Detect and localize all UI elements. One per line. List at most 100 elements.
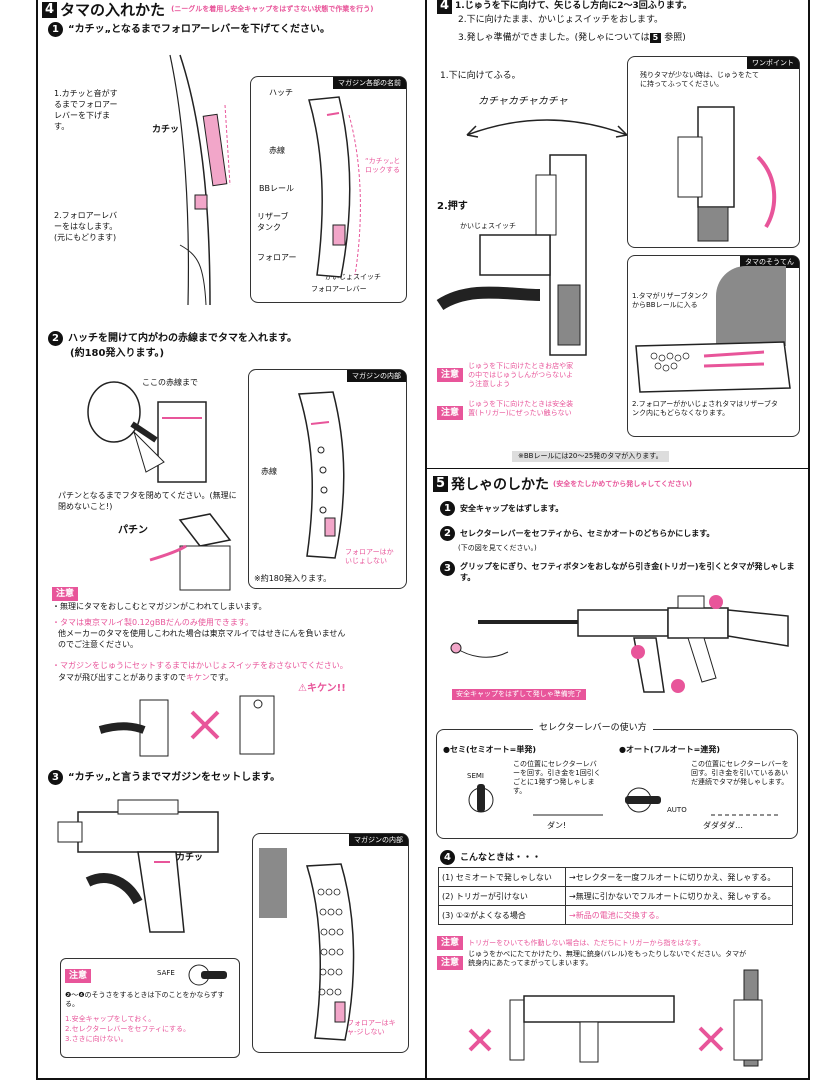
magazine-inner-panel: マガジンの内部 赤線 フォロアーはかいじょしない: [248, 369, 407, 589]
section-number: 4: [42, 1, 58, 18]
part-reserve-tank: リザーブタンク: [257, 212, 289, 232]
caution-step3-a: 1.安全キャップをしておく。: [65, 1015, 156, 1023]
panel-tag: タマのそうてん: [740, 256, 799, 268]
gun-down-illustration: [436, 154, 587, 356]
semi-mode-label: ●セミ(セミオート=単発): [443, 745, 536, 754]
bb-bottle-illustration: [87, 381, 207, 483]
caution-3: 他メーカーのタマを使用しこわれた場合は東京マルイではせきにんを負いません: [58, 629, 346, 638]
magazine-inner-panel-2: マガジンの内部 フォロアーはキャ-ジしない: [252, 833, 409, 1053]
bb-rail-note: ※BBレールには20～25発のタマが入ります。: [512, 451, 669, 462]
reload-caution-2-text: じゅうを下に向けたときは安全装置(トリガー)にぜったい触らない: [468, 400, 574, 417]
bb-loading-panel: タマのそうてん 1.タマがリザーブタンクからBBレールに入る 2.フォロアーがか…: [627, 255, 800, 437]
reload-caution-2: 注意 じゅうを下に向けたときは安全装置(トリガー)にぜったい触らない: [437, 400, 578, 420]
row-condition: トリガーが引けない: [455, 891, 528, 901]
part-follower: フォロアー: [257, 253, 297, 262]
gun-insert-illustration: [57, 799, 219, 933]
magazine-lever-illustration: [169, 54, 231, 306]
sub-instruction-2: 2.フォロアーレバーをはなします。(元にもどります): [54, 211, 118, 242]
part-release-switch: かいじょスイッチ: [325, 273, 381, 281]
caution-1: ・無理にタマをおしこむとマガジンがこわれてしまいます。: [52, 602, 267, 611]
caution-label: 注意: [437, 368, 464, 382]
reload-caution-1: 注意 じゅうを下に向けたときお店や家の中ではじゅうしんがつらないよう注意しよう: [437, 362, 578, 389]
left-border: [36, 0, 38, 1080]
right-border: [808, 0, 810, 1080]
step-1: 1 “カチッ„となるまでフォロアーレバーを下げてください。: [48, 22, 330, 37]
row-number: 3: [445, 910, 451, 920]
table-row: (1) セミオートで発しゃしない →セレクターを一度フルオートに切りかえ、発しゃ…: [438, 867, 793, 887]
selector-safe-icon: [188, 964, 227, 986]
reload-step-1: 1.じゅうを下に向けて、矢じるし方向に2～3回ふります。: [455, 1, 692, 11]
one-point-panel: ワンポイント 残りタマが少ない時は、じゅうをたてに持ってふってください。: [627, 56, 800, 248]
table-cell: (1) セミオートで発しゃしない: [438, 867, 566, 887]
step-2: 2 ハッチを開けて内がわの赤線までタマを入れます。: [48, 331, 297, 346]
section-note: (ニーグルを着用し安全キャップをはずさない状態で作業を行う): [171, 5, 374, 13]
semi-sound: ダン!: [547, 821, 567, 830]
inner-note: フォロアーはかいじょしない: [345, 548, 394, 565]
part-lock-note: “カチッ„とロックする: [365, 157, 401, 174]
caution-box-step3: 注意 SAFE ❷～❹のそうさをするときは下のことをかならずする。 1.安全キャ…: [60, 958, 240, 1058]
caution-2: ・タマは東京マルイ製0.12gBBだんのみ使用できます。: [52, 618, 254, 627]
shake-down-label: 1.下に向けてふる。: [440, 71, 521, 81]
part-hatch: ハッチ: [269, 88, 293, 97]
selector-title: セレクターレバーの使い方: [533, 722, 653, 734]
part-follower-lever: フォロアーレバー: [311, 285, 367, 293]
fire-step-3: 3 グリップをにぎり、セフティボタンをおしながら引き金(トリガー)を引くとタマが…: [440, 561, 805, 583]
reload-steps: 4 1.じゅうを下に向けて、矢じるし方向に2～3回ふります。: [437, 0, 692, 14]
danger-label: ⚠キケン!!: [298, 683, 346, 694]
step-3: 3 “カチッ„と言うまでマガジンをセットします。: [48, 770, 280, 785]
inner2-note: フォロアーはキャ-ジしない: [347, 1019, 396, 1036]
section-note: (安全をたしかめてから発しゃしてください): [553, 479, 693, 488]
step-text: グリップをにぎり、セフティボタンをおしながら引き金(トリガー)を引くとタマが発し…: [460, 562, 795, 582]
caution-label: 注意: [65, 969, 92, 983]
trouble-table: (1) セミオートで発しゃしない →セレクターを一度フルオートに切りかえ、発しゃ…: [438, 867, 793, 925]
auto-marker: AUTO: [667, 806, 687, 814]
step-number: 2: [48, 331, 63, 346]
table-row: (2) トリガーが引けない →無理に引かないでフルオートに切りかえ、発しゃする。: [438, 886, 793, 906]
section-divider: [427, 468, 808, 469]
caution-3b: のでご注意ください。: [58, 640, 138, 649]
magazine-full-drawing: [306, 863, 355, 1041]
semi-desc: この位置にセレクターレバーを回す。引き金を1回引くごとに1発ずつ発しゃします。: [513, 760, 601, 795]
step-number: 3: [48, 770, 63, 785]
part-bb-rail: BBレール: [259, 184, 294, 193]
gun-grip-shadow: [259, 848, 287, 918]
step-text: “カチッ„と言うまでマガジンをセットします。: [68, 772, 281, 783]
auto-mode-label: ●オート(フルオート=連発): [619, 745, 720, 754]
rifle-illustration: [450, 595, 789, 693]
magazine-outline: [308, 96, 361, 278]
step-text: “カチッ„となるまでフォロアーレバーを下げてください。: [68, 24, 330, 35]
row-condition: セミオートで発しゃしない: [455, 872, 552, 882]
caution-5-end: です。: [209, 673, 233, 682]
ref-number: 5: [649, 33, 662, 43]
caution-4: ・マガジンをじゅうにセットするまではかいじょスイッチをおさないでください。: [52, 661, 348, 670]
semi-trigger-icon: [533, 814, 603, 816]
caution-label: 注意: [437, 956, 464, 970]
row-number: 2: [445, 891, 451, 901]
section-number: 4: [437, 0, 453, 14]
caution-5: タマが飛び出すことがありますのでキケンです。: [58, 672, 233, 683]
reload-step-2: 2.下に向けたまま、かいじょスイッチをおします。: [458, 15, 664, 25]
trouble-header: 4 こんなときは・・・: [440, 850, 541, 865]
step-number: 4: [440, 850, 455, 865]
panel-tag: ワンポイント: [747, 57, 799, 69]
magazine-inner-drawing: [298, 391, 345, 559]
magazine-parts-panel: マガジン各部の名前 ハッチ 赤線 BBレール リザーブタンク フォロアー かいじ…: [250, 76, 407, 303]
inner-red-line: 赤線: [261, 467, 277, 476]
vertical-gun-illustration: [677, 106, 777, 242]
auto-selector-icon: [625, 787, 661, 813]
section-number: 5: [433, 476, 449, 492]
no-press-illustration: [98, 695, 275, 757]
auto-trigger-icon: [711, 814, 781, 816]
step-number: 3: [440, 561, 455, 576]
step-text: こんなときは・・・: [460, 852, 542, 863]
reload-step-3-text: 3.発しゃ準備ができました。(発しゃについては: [458, 33, 650, 43]
step-text: 安全キャップをはずします。: [460, 504, 564, 513]
cap-callout: 安全キャップをはずして発しゃ準備完了: [452, 689, 586, 700]
auto-sound: ダダダダ…: [703, 821, 743, 830]
push-label: 2.押す: [437, 201, 468, 212]
part-red-line: 赤線: [269, 146, 285, 155]
snap-sound-label: パチン: [118, 525, 148, 536]
table-cell: (3) ①②がよくなる場合: [438, 905, 566, 925]
table-row: (3) ①②がよくなる場合 →新品の電池に交換する。: [438, 905, 793, 925]
